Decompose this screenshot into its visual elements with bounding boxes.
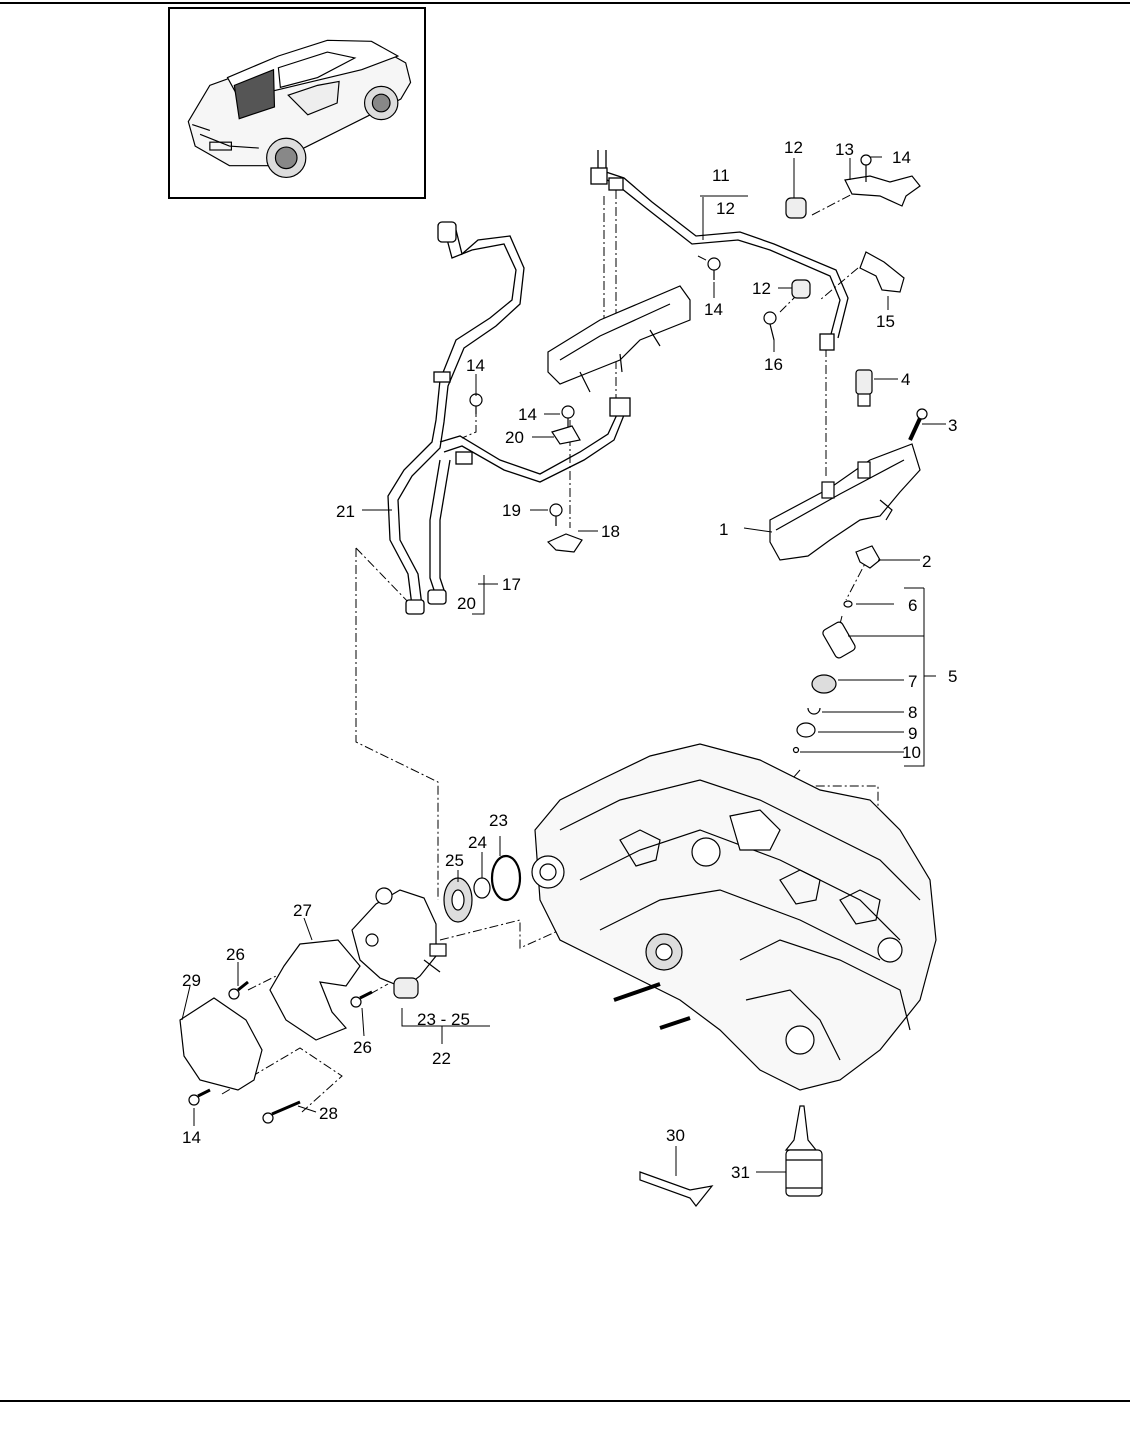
- bolt-28: [262, 1100, 301, 1124]
- clip-12-upper: [785, 197, 807, 219]
- clamp-18: [546, 533, 583, 553]
- callout-4: 4: [901, 370, 910, 389]
- pressure-sensor-4: [855, 369, 873, 407]
- callout-29: 29: [182, 971, 201, 990]
- top-rule: [0, 2, 1130, 4]
- high-pressure-pump-22: [351, 887, 447, 999]
- bolt-14-left: [469, 393, 483, 414]
- fuel-line-21: [387, 221, 631, 615]
- o-ring-23: [490, 854, 522, 902]
- bolt-14-top: [860, 154, 872, 182]
- bolt-14-lower: [188, 1088, 211, 1106]
- callout-14-top: 14: [892, 148, 911, 167]
- callout-8: 8: [908, 703, 917, 722]
- callout-11: 11: [712, 166, 730, 185]
- callout-14-mid: 14: [518, 405, 537, 424]
- callout-15: 15: [876, 312, 895, 331]
- bottom-rule: [0, 1400, 1130, 1402]
- bolt-16: [763, 311, 777, 341]
- callout-13: 13: [835, 140, 854, 159]
- clip-2: [855, 545, 881, 569]
- bolt-3: [908, 408, 928, 441]
- callout-22: 22: [432, 1049, 451, 1068]
- callout-14-left: 14: [466, 356, 485, 375]
- bolt-26-right: [350, 990, 373, 1008]
- sealant-tube-30: [639, 1171, 714, 1207]
- callout-24: 24: [468, 833, 487, 852]
- callout-3: 3: [948, 416, 957, 435]
- callout-19: 19: [502, 501, 521, 520]
- o-ring-24: [473, 877, 491, 899]
- callout-23-25: 23 - 25: [417, 1010, 470, 1029]
- callout-23: 23: [489, 811, 508, 830]
- fuel-rail-1: [769, 443, 921, 561]
- clamp-20: [551, 425, 581, 445]
- callout-12-line: 12: [716, 199, 735, 218]
- callout-16: 16: [764, 355, 783, 374]
- callout-31: 31: [731, 1163, 750, 1182]
- leader-lines: [181, 156, 946, 1176]
- lubricant-bottle-31: [784, 1105, 823, 1197]
- callout-26-left: 26: [226, 945, 245, 964]
- callout-6: 6: [908, 596, 917, 615]
- bolt-14-center: [707, 257, 721, 280]
- bracket-13: [844, 175, 921, 207]
- bolt-14-mid: [561, 405, 575, 428]
- callout-5: 5: [948, 667, 957, 686]
- callout-27: 27: [293, 901, 312, 920]
- callout-9: 9: [908, 724, 917, 743]
- callout-28: 28: [319, 1104, 338, 1123]
- callout-26-right: 26: [353, 1038, 372, 1057]
- callout-7: 7: [908, 672, 917, 691]
- clip-12-lower: [791, 279, 811, 299]
- callout-21: 21: [336, 502, 355, 521]
- callout-17: 17: [502, 575, 521, 594]
- callout-12-lower: 12: [752, 279, 771, 298]
- callout-20-clamp: 20: [505, 428, 524, 447]
- callout-12-upper: 12: [784, 138, 803, 157]
- bolt-19: [549, 503, 563, 526]
- callout-18: 18: [601, 522, 620, 541]
- callout-30: 30: [666, 1126, 685, 1145]
- callout-10: 10: [902, 743, 921, 762]
- callout-1: 1: [719, 520, 728, 539]
- callout-2: 2: [922, 552, 931, 571]
- flange-25: [443, 877, 473, 923]
- callout-labels: 1 2 3 4 5 6 7 8 9 10 11 12 12 12 13 14 1…: [182, 138, 957, 1182]
- bracket-15: [859, 251, 905, 293]
- heat-shield-29: [179, 997, 263, 1091]
- bracket-27: [269, 939, 361, 1041]
- car-illustration: [187, 39, 412, 179]
- injector-5: [792, 600, 856, 754]
- callout-25: 25: [445, 851, 464, 870]
- bolt-26-left: [228, 980, 249, 1000]
- fuel-rail-left: [547, 285, 691, 385]
- callout-20-line: 20: [457, 594, 476, 613]
- vehicle-thumbnail: [168, 7, 426, 199]
- fuel-line-11: [590, 150, 849, 351]
- engine-block: [531, 743, 937, 1091]
- callout-14-lower: 14: [182, 1128, 201, 1147]
- callout-14-center: 14: [704, 300, 723, 319]
